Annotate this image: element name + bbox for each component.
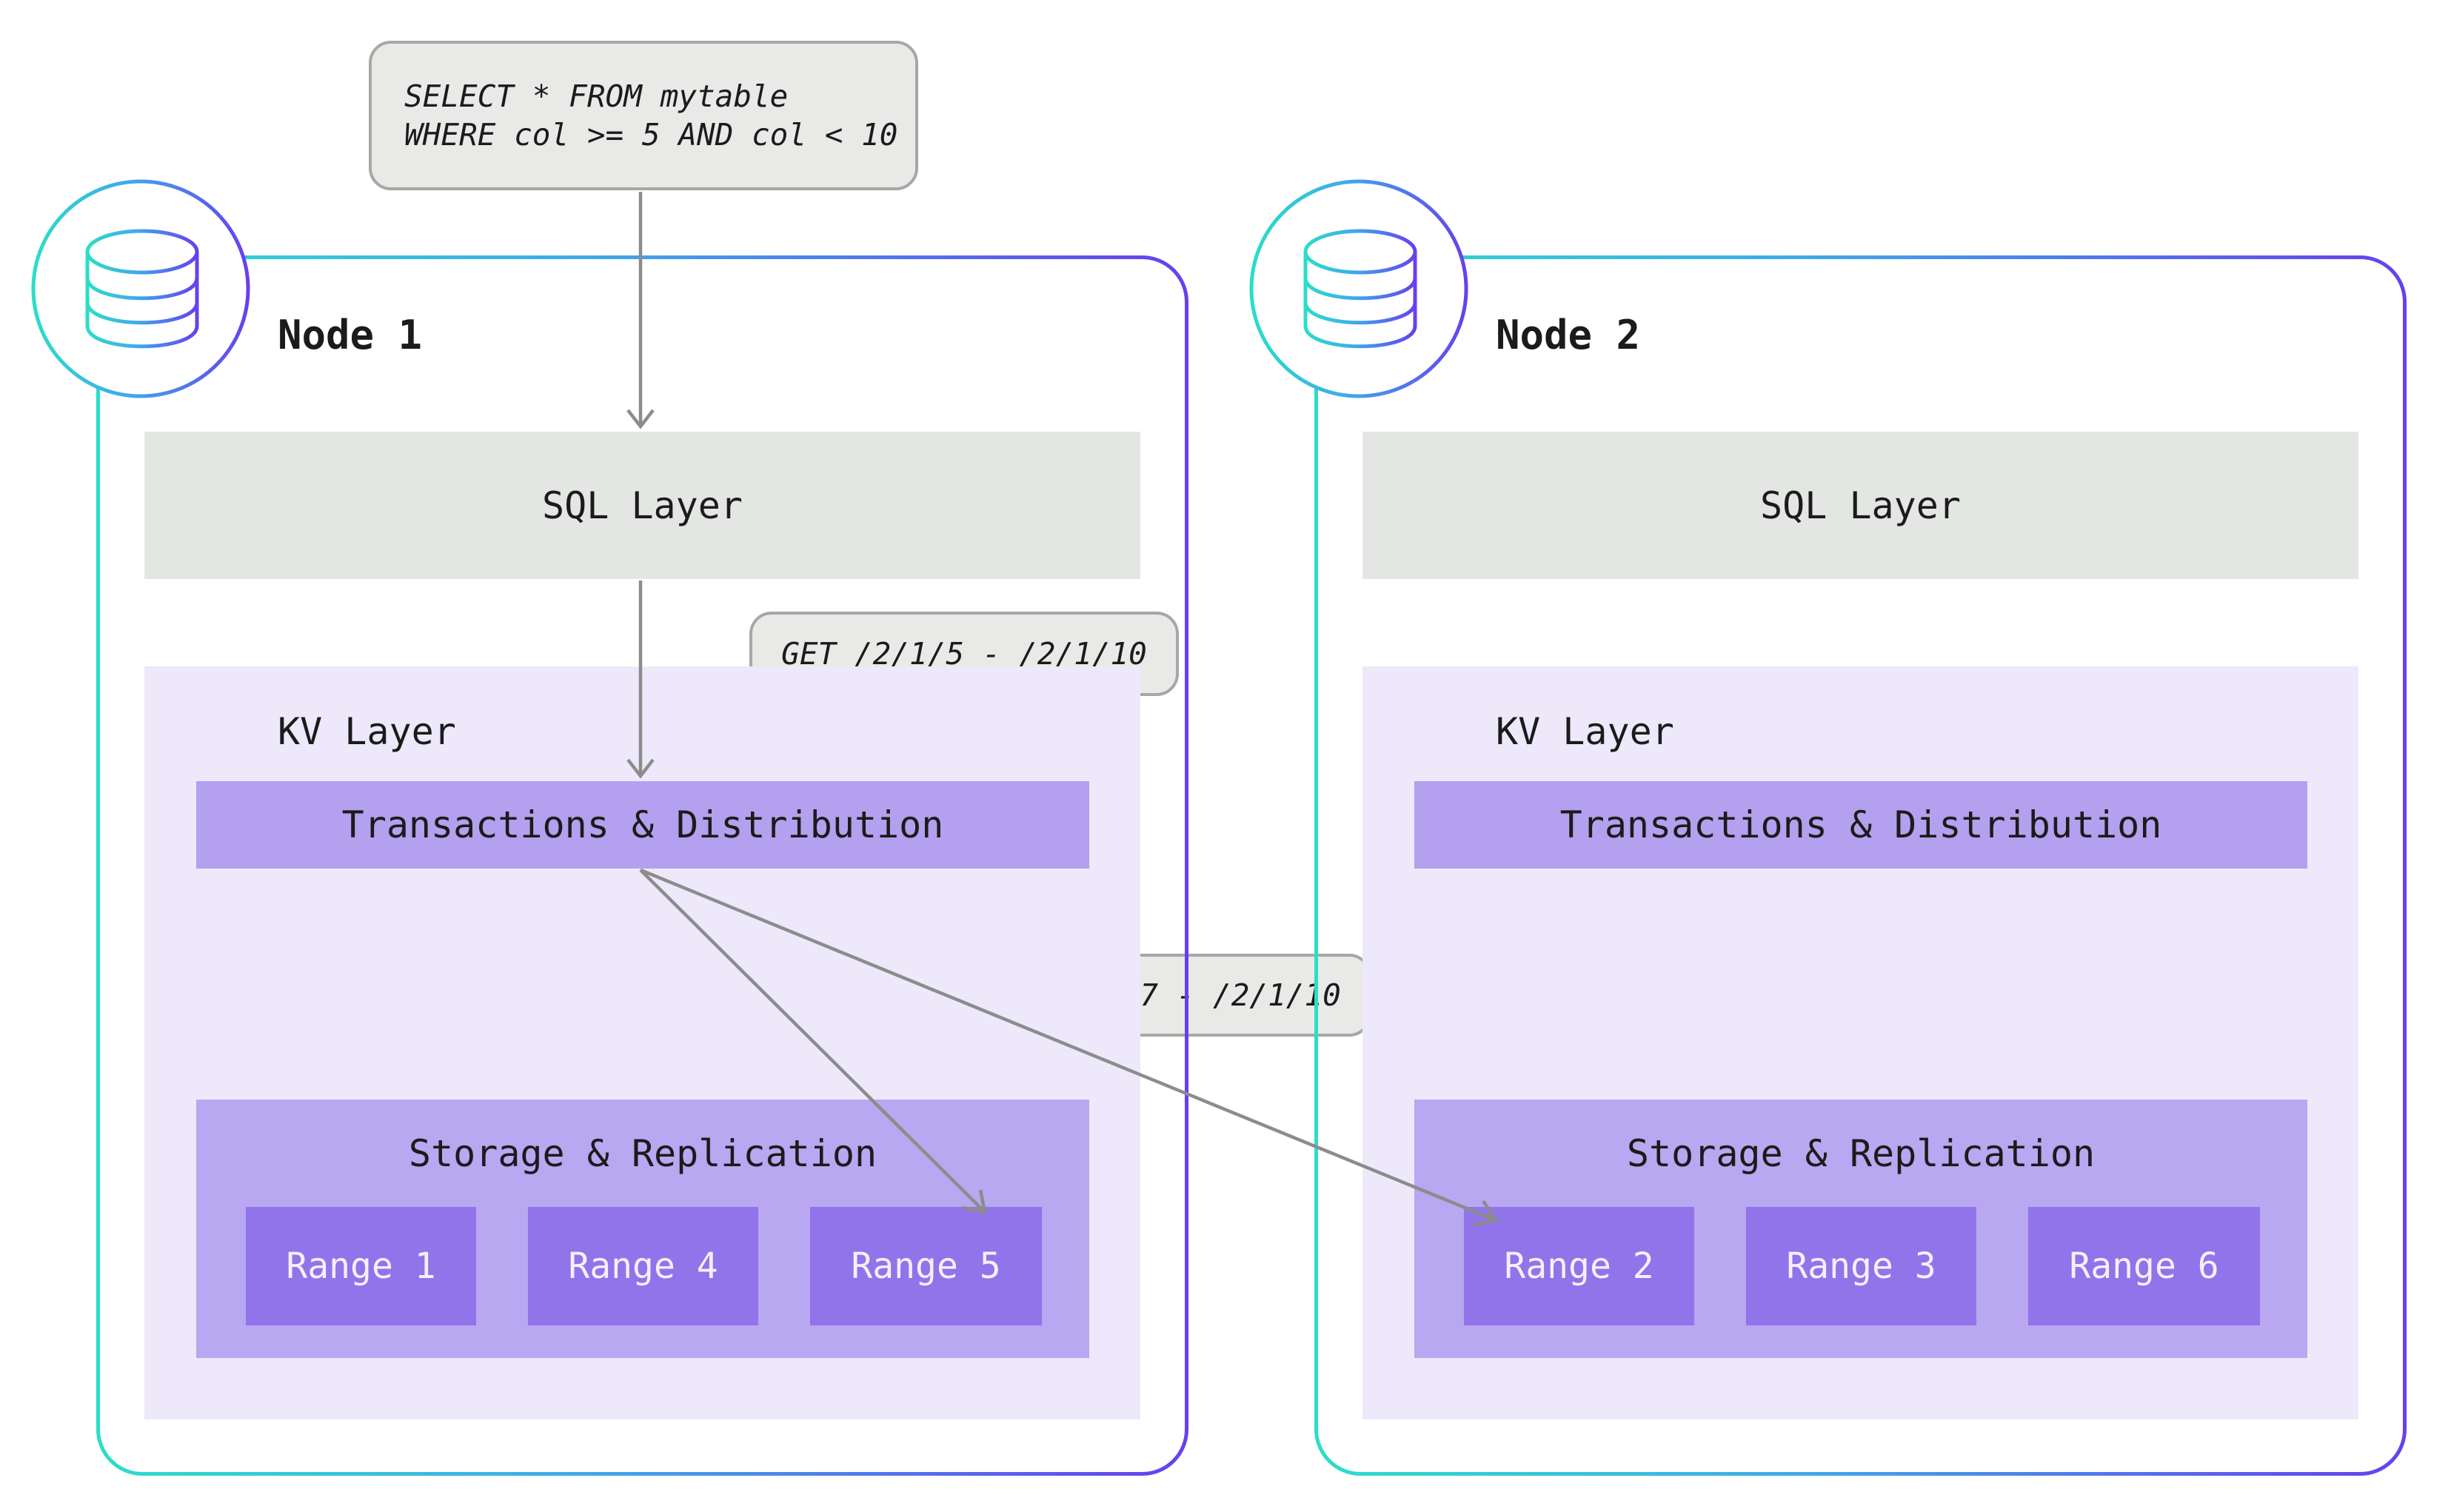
node-1-container: Node 1 SQL Layer KV Layer Transactions &… (96, 255, 1188, 1476)
node-1-transactions-label: Transactions & Distribution (341, 803, 944, 846)
node-2-sql-layer-box: SQL Layer (1362, 432, 2358, 579)
range-5-box: Range 5 (810, 1207, 1042, 1325)
node-1-storage-box: Storage & Replication Range 1 Range 4 Ra… (196, 1100, 1089, 1358)
node-2-kv-layer-label: KV Layer (1496, 710, 1674, 753)
node-2-container: Node 2 SQL Layer KV Layer Transactions &… (1314, 255, 2407, 1476)
range-6-box: Range 6 (2028, 1207, 2260, 1325)
node-2-sql-layer-label: SQL Layer (1760, 484, 1961, 527)
node-1-kv-layer-label: KV Layer (278, 710, 456, 753)
range-1-box: Range 1 (246, 1207, 476, 1325)
node-2-storage-box: Storage & Replication Range 2 Range 3 Ra… (1414, 1100, 2307, 1358)
range-3-box: Range 3 (1746, 1207, 1976, 1325)
node-2-transactions-bar: Transactions & Distribution (1414, 781, 2307, 869)
node-2-storage-label: Storage & Replication (1626, 1132, 2096, 1175)
node-1-title: Node 1 (278, 312, 423, 358)
database-icon (31, 179, 250, 398)
sql-query-line-1: SELECT * FROM mytable (404, 78, 789, 114)
node-1-border (96, 255, 1188, 1476)
range-4-box: Range 4 (528, 1207, 758, 1325)
sql-query-line-2: WHERE col >= 5 AND col < 10 (404, 117, 898, 153)
node-1-transactions-bar: Transactions & Distribution (196, 781, 1089, 869)
node-1-sql-layer-label: SQL Layer (542, 484, 743, 527)
node-2-title: Node 2 (1496, 312, 1641, 358)
node-1-storage-label: Storage & Replication (408, 1132, 877, 1175)
sql-query-label: SELECT * FROM mytable WHERE col >= 5 AND… (369, 41, 918, 190)
node-1-sql-layer-box: SQL Layer (144, 432, 1140, 579)
range-2-box: Range 2 (1464, 1207, 1694, 1325)
node-2-transactions-label: Transactions & Distribution (1559, 803, 2162, 846)
